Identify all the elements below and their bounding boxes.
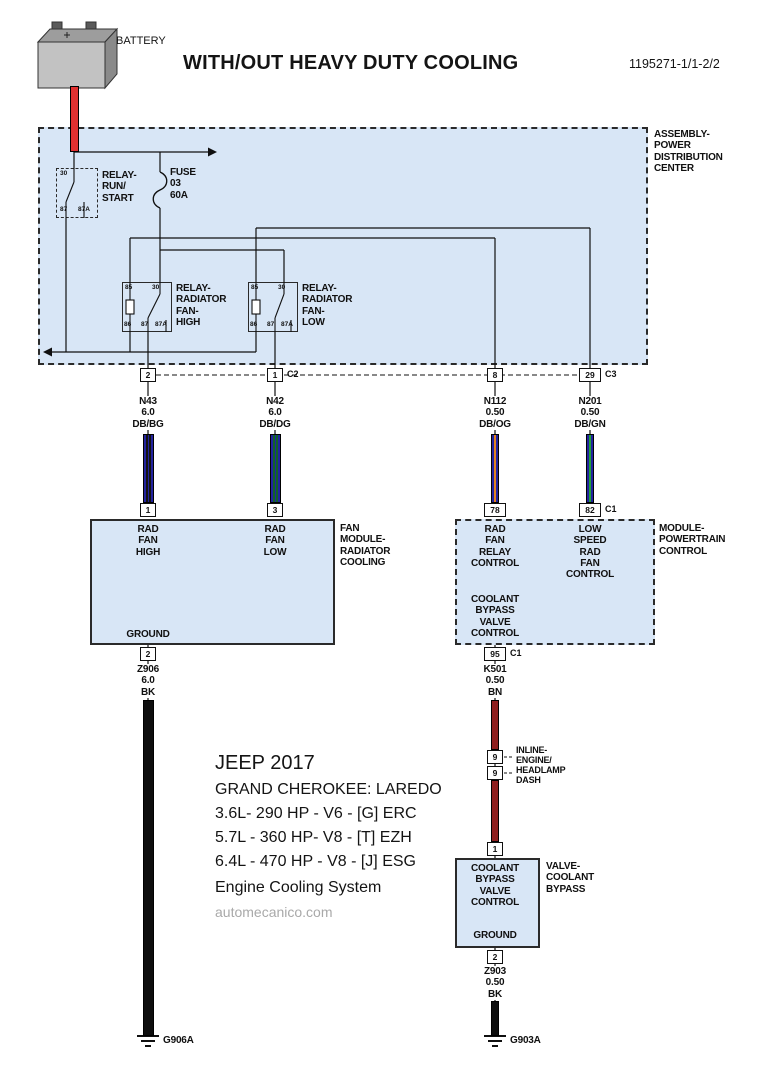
valve-name: VALVE- COOLANT BYPASS [546,861,595,895]
fan-module-pin-1: 1 [140,503,156,517]
relay-run-start-box [56,168,98,218]
relay-fan-low-box [248,282,298,332]
connector-c1-bottom-label: C1 [510,648,522,658]
pcm-pin-95: 95 [484,647,506,661]
pcm-box [455,519,655,645]
vehicle-line-2: GRAND CHEROKEE: LAREDO [215,781,442,798]
relay-low-pin-30: 30 [278,284,286,291]
inline-connector-label: INLINE- ENGINE/ HEADLAMP DASH [516,745,566,786]
page-title: WITH/OUT HEAVY DUTY COOLING [183,52,519,74]
relay-low-pin-86: 86 [250,321,258,328]
vehicle-line-1: JEEP 2017 [215,752,315,774]
connector-c1-top-label: C1 [605,504,617,514]
pcm-coolant-bypass-control: COOLANT BYPASS VALVE CONTROL [470,594,520,639]
relay-fan-high-box [122,282,172,332]
fan-module-ground-pin-2: 2 [140,647,156,661]
ref-number: 1195271-1/1-2/2 [629,57,720,71]
pcm-pin-78: 78 [484,503,506,517]
pcm-name: MODULE- POWERTRAIN CONTROL [659,523,726,557]
wire-n42 [270,434,281,503]
relay-high-pin-87: 87 [141,321,149,328]
wire-z903 [491,1001,499,1036]
wire-n201-label: N201 0.50 DB/GN [564,396,616,430]
pcm-pin-82: 82 [579,503,601,517]
relay-low-pin-87a: 87A [281,321,293,328]
relay-high-pin-30: 30 [152,284,160,291]
pdc-label: ASSEMBLY- POWER DISTRIBUTION CENTER [654,129,723,174]
wire-n42-label: N42 6.0 DB/DG [249,396,301,430]
wire-k501-label: K501 0.50 BN [469,664,521,698]
relay-run-start-label: RELAY- RUN/ START [102,170,137,204]
wire-z903-label: Z903 0.50 BK [469,966,521,1000]
wire-z906 [143,700,154,1036]
connector-c3-label: C3 [605,369,617,379]
pcm-rad-fan-relay-control: RAD FAN RELAY CONTROL [470,524,520,569]
relay-run-start-pin-87a: 87A [78,206,90,213]
ground-g903a-label: G903A [510,1035,541,1046]
ground-g906a-label: G906A [163,1035,194,1046]
fuse-label: FUSE 03 60A [170,167,196,201]
wire-n43-label: N43 6.0 DB/BG [122,396,174,430]
pcm-low-speed-control: LOW SPEED RAD FAN CONTROL [565,524,615,581]
vehicle-line-3: 3.6L- 290 HP - V6 - [G] ERC [215,805,417,822]
valve-box [455,858,540,948]
inline-pin-9-bottom: 9 [487,766,503,780]
relay-high-pin-87a: 87A [155,321,167,328]
ground-symbol-g903a [484,1035,506,1047]
valve-ground-label: GROUND [473,930,517,941]
relay-low-pin-85: 85 [251,284,259,291]
relay-fan-high-label: RELAY- RADIATOR FAN- HIGH [176,283,227,328]
watermark-text: automecanico.com [215,904,333,920]
relay-run-start-pin-30: 30 [60,170,68,177]
fan-module-box [90,519,335,645]
wire-n43 [143,434,154,503]
vehicle-line-4: 5.7L - 360 HP- V8 - [T] EZH [215,829,412,846]
fan-module-name: FAN MODULE- RADIATOR COOLING [340,523,391,568]
pdc-pin-1: 1 [267,368,283,382]
fan-module-pin-3: 3 [267,503,283,517]
battery-label: BATTERY [116,35,166,47]
wire-n201 [586,434,594,503]
vehicle-line-6: Engine Cooling System [215,879,382,896]
relay-high-pin-86: 86 [124,321,132,328]
connector-c2-label: C2 [287,369,299,379]
wire-n112-label: N112 0.50 DB/OG [469,396,521,430]
relay-high-pin-85: 85 [125,284,133,291]
relay-run-start-pin-87: 87 [60,206,68,213]
valve-ground-pin-2: 2 [487,950,503,964]
wire-k501-lower [491,780,499,842]
fan-module-rad-fan-high: RAD FAN HIGH [135,524,161,558]
relay-fan-low-label: RELAY- RADIATOR FAN- LOW [302,283,353,328]
wire-battery [70,86,79,152]
pdc-pin-8: 8 [487,368,503,382]
valve-pin-1: 1 [487,842,503,856]
battery-icon [36,21,119,90]
wire-z906-label: Z906 6.0 BK [122,664,174,698]
vehicle-line-5: 6.4L - 470 HP - V8 - [J] ESG [215,853,416,870]
wire-n112 [491,434,499,503]
inline-pin-9-top: 9 [487,750,503,764]
relay-low-pin-87: 87 [267,321,275,328]
pdc-box [38,127,648,365]
wire-k501-upper [491,700,499,750]
fan-module-ground-label: GROUND [126,629,170,640]
pdc-pin-2: 2 [140,368,156,382]
valve-label: COOLANT BYPASS VALVE CONTROL [470,863,520,908]
pdc-pin-29: 29 [579,368,601,382]
ground-symbol-g906a [137,1035,159,1047]
fan-module-rad-fan-low: RAD FAN LOW [263,524,287,558]
